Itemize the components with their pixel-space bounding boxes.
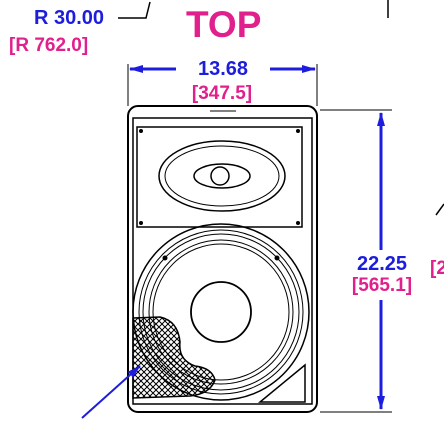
grille-cutaway — [132, 316, 216, 399]
port — [257, 363, 306, 403]
woofer — [132, 223, 310, 401]
height-dimension — [320, 109, 392, 413]
radius-metric-label: [R 762.0] — [9, 35, 89, 56]
horn-plate — [136, 126, 303, 228]
width-imperial-label: 13.68 — [197, 58, 249, 80]
height-metric-label: [565.1] — [351, 275, 413, 296]
grille-leader — [81, 365, 141, 419]
width-dimension — [127, 64, 318, 106]
view-title: TOP — [186, 4, 262, 45]
radius-leader — [118, 1, 151, 19]
clipped-metric-fragment: [2 — [430, 258, 444, 279]
width-metric-label: [347.5] — [191, 83, 253, 104]
neighbour-leader — [435, 203, 444, 216]
height-imperial-label: 22.25 — [356, 253, 408, 275]
cabinet — [127, 105, 318, 413]
radius-imperial-label: R 30.00 — [34, 7, 105, 29]
